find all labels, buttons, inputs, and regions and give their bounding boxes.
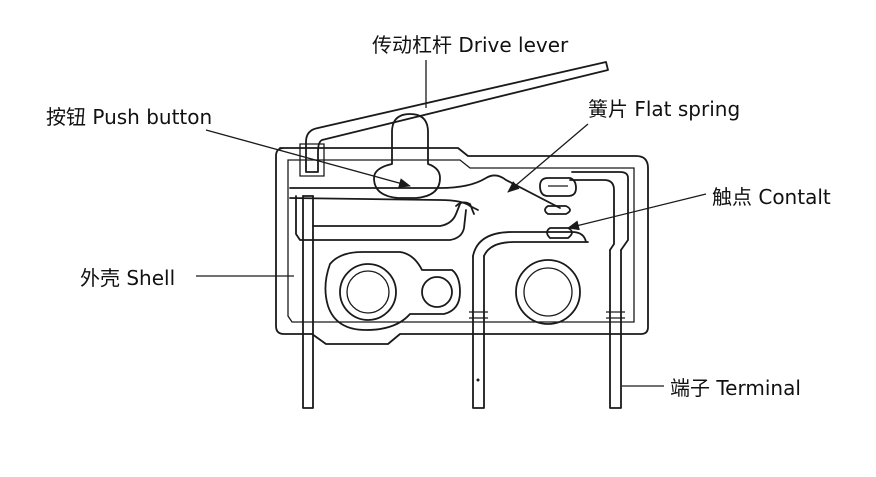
shell-label: 外壳 Shell: [80, 266, 175, 290]
terminal-internal-paths: [472, 171, 629, 257]
push-button-leader: [205, 129, 411, 188]
contact-points: [539, 177, 577, 239]
flat-spring-leader: [507, 123, 589, 193]
flat-spring-label: 簧片 Flat spring: [588, 97, 740, 121]
terminal-pins: [302, 195, 625, 409]
leader-lines: [196, 60, 707, 387]
drive-lever-label: 传动杠杆 Drive lever: [372, 33, 569, 57]
mounting-holes: [324, 251, 581, 331]
contact-label: 触点 Contalt: [712, 185, 831, 209]
push-button: [373, 113, 441, 199]
push-button-label: 按钮 Push button: [46, 105, 212, 129]
contact-leader: [567, 193, 707, 231]
switch-shell: [275, 147, 649, 345]
drive-lever: [299, 61, 609, 177]
common-terminal-frame: [295, 195, 467, 241]
flat-spring: [289, 174, 561, 215]
terminal-label: 端子 Terminal: [670, 376, 801, 400]
